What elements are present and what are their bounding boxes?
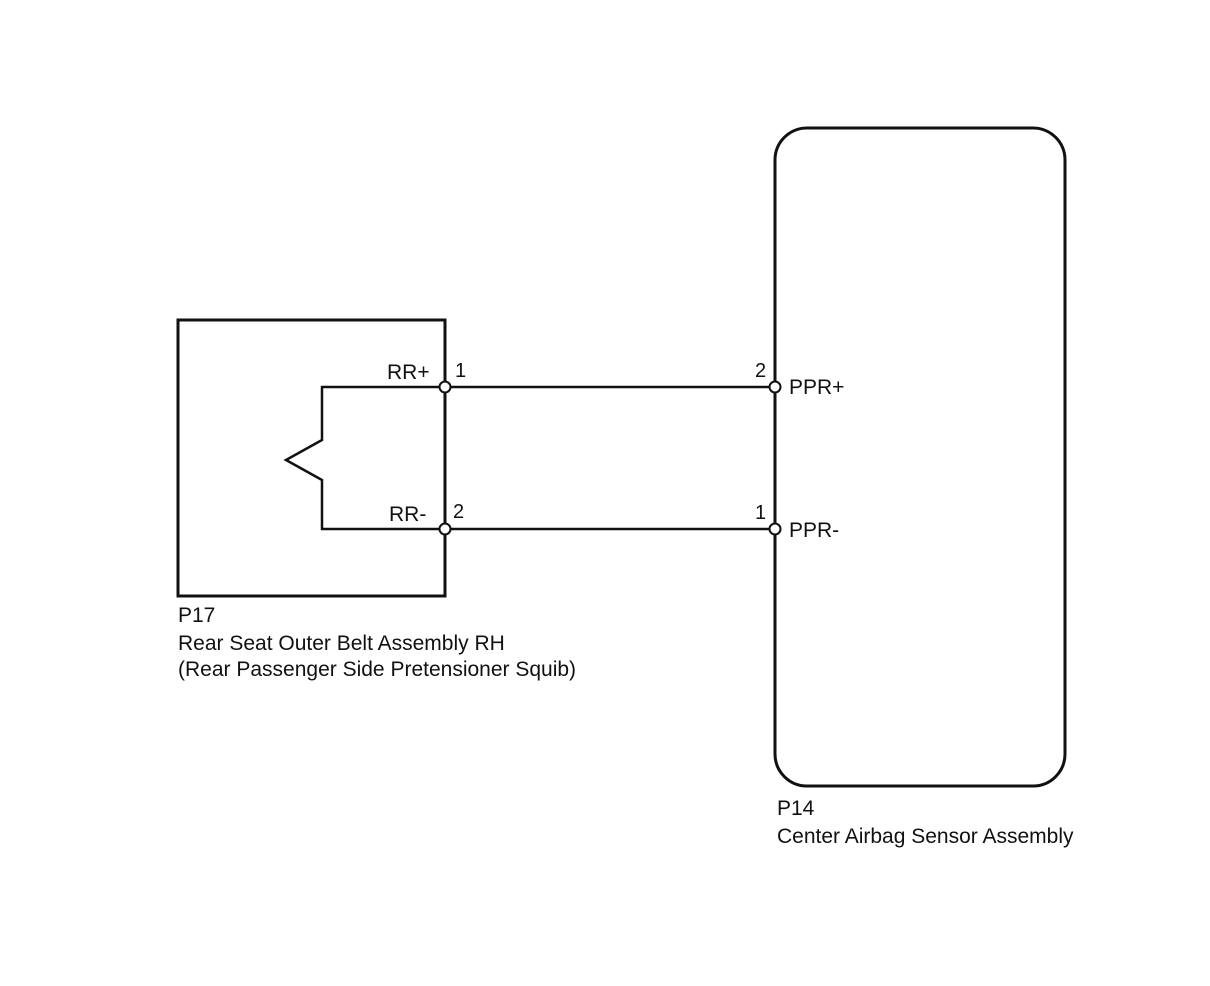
p17-terminal-1-signal: RR+ <box>387 361 430 384</box>
p17-terminal-2-signal: RR- <box>389 503 426 526</box>
p17-terminal-2-circle <box>438 522 452 536</box>
p14-component: 2 PPR+ 1 PPR- P14 Center Airbag Sensor A… <box>755 126 1074 848</box>
p14-terminal-ppr-plus-signal: PPR+ <box>789 376 844 399</box>
squib-element <box>283 385 445 531</box>
p17-code: P17 <box>178 604 215 627</box>
p17-component: RR+ 1 RR- 2 P17 Rear Seat Outer Belt Ass… <box>176 318 576 681</box>
p17-terminal-1-circle <box>438 380 452 394</box>
p17-box <box>176 318 447 598</box>
p14-box <box>773 126 1067 788</box>
p14-terminal-ppr-minus-signal: PPR- <box>789 519 839 542</box>
p14-name: Center Airbag Sensor Assembly <box>777 825 1074 848</box>
p17-terminal-1-pin: 1 <box>455 360 466 382</box>
p14-terminal-2-pin: 2 <box>755 360 766 382</box>
p17-terminal-2-pin: 2 <box>453 501 464 523</box>
p17-name: Rear Seat Outer Belt Assembly RH <box>178 632 505 655</box>
p14-terminal-1-circle <box>768 522 782 536</box>
p14-code: P14 <box>777 797 815 820</box>
p14-terminal-2-circle <box>768 380 782 394</box>
p17-subname: (Rear Passenger Side Pretensioner Squib) <box>178 658 576 681</box>
p14-terminal-1-pin: 1 <box>755 502 766 524</box>
